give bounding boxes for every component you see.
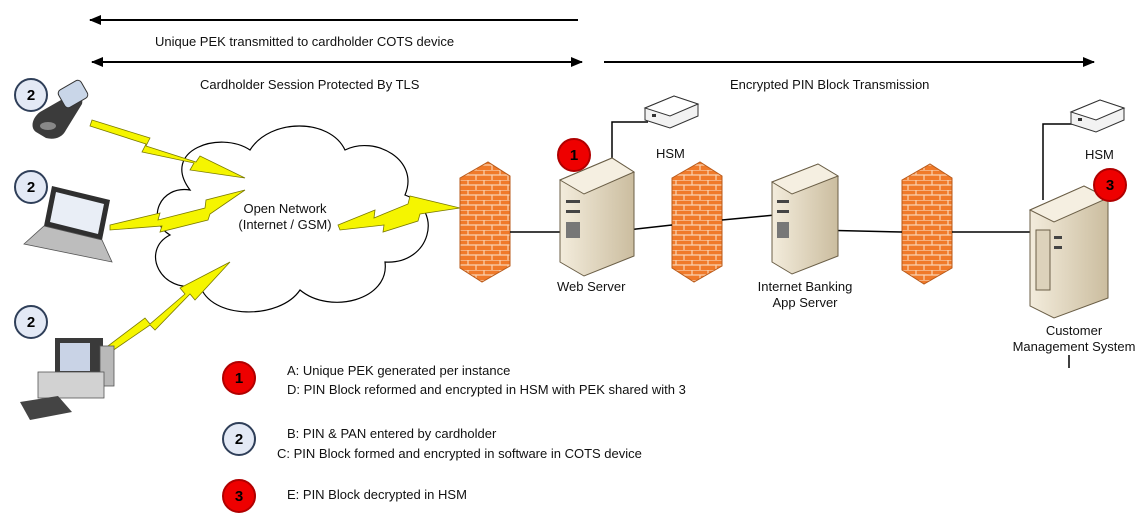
badge-2-phone: 2: [14, 78, 48, 112]
badge-2-laptop: 2: [14, 170, 48, 204]
legend-3-line-e: E: PIN Block decrypted in HSM: [287, 487, 467, 502]
legend-badge-2: 2: [222, 422, 256, 456]
lightning-laptop-icon: [109, 189, 246, 233]
pek-transmission-label: Unique PEK transmitted to cardholder COT…: [155, 34, 455, 49]
legend-1-line-a: A: Unique PEK generated per instance: [287, 363, 511, 378]
firewall-2-icon: [671, 161, 723, 283]
firewall-1-icon: [459, 161, 511, 283]
app-server-label-line1: Internet Banking: [757, 279, 853, 294]
tls-session-label: Cardholder Session Protected By TLS: [200, 77, 420, 92]
open-network-label-line2: (Internet / GSM): [238, 217, 332, 232]
encrypted-transmission-label: Encrypted PIN Block Transmission: [730, 77, 930, 92]
app-server-icon: [770, 163, 840, 275]
open-network-label: Open Network (Internet / GSM): [220, 201, 350, 233]
lightning-firewall-icon: [337, 195, 461, 233]
cms-server-icon: [1028, 185, 1110, 319]
web-server-label: Web Server: [557, 279, 626, 294]
legend-2-line-c: C: PIN Block formed and encrypted in sof…: [277, 446, 642, 461]
hsm-cms-label: HSM: [1085, 147, 1114, 162]
lightning-icons: [89, 119, 461, 359]
hsm-web-label: HSM: [656, 146, 685, 161]
legend-1-line-d: D: PIN Block reformed and encrypted in H…: [287, 382, 686, 397]
lightning-desktop-icon: [99, 261, 231, 359]
open-network-label-line1: Open Network: [243, 201, 327, 216]
mobile-phone-icon: [32, 79, 89, 139]
hsm-cms-icon: [1069, 99, 1126, 133]
legend-2-line-b: B: PIN & PAN entered by cardholder: [287, 426, 497, 441]
badge-2-desktop: 2: [14, 305, 48, 339]
lightning-phone-icon: [89, 119, 246, 179]
cms-label: Customer Management System: [1010, 323, 1138, 355]
app-server-label-line2: App Server: [772, 295, 838, 310]
firewall-3-icon: [901, 163, 953, 285]
app-server-label: Internet Banking App Server: [745, 279, 865, 311]
hsm-web-icon: [643, 95, 700, 129]
badge-1-web-server: 1: [557, 138, 591, 172]
cms-label-line1: Customer: [1045, 323, 1103, 338]
legend-badge-3: 3: [222, 479, 256, 513]
laptop-icon: [23, 186, 113, 263]
desktop-computer-icon: [20, 338, 115, 420]
legend-badge-1: 1: [222, 361, 256, 395]
badge-3-cms: 3: [1093, 168, 1127, 202]
web-server-icon: [558, 157, 636, 277]
cms-label-line2: Management System: [1012, 339, 1136, 354]
